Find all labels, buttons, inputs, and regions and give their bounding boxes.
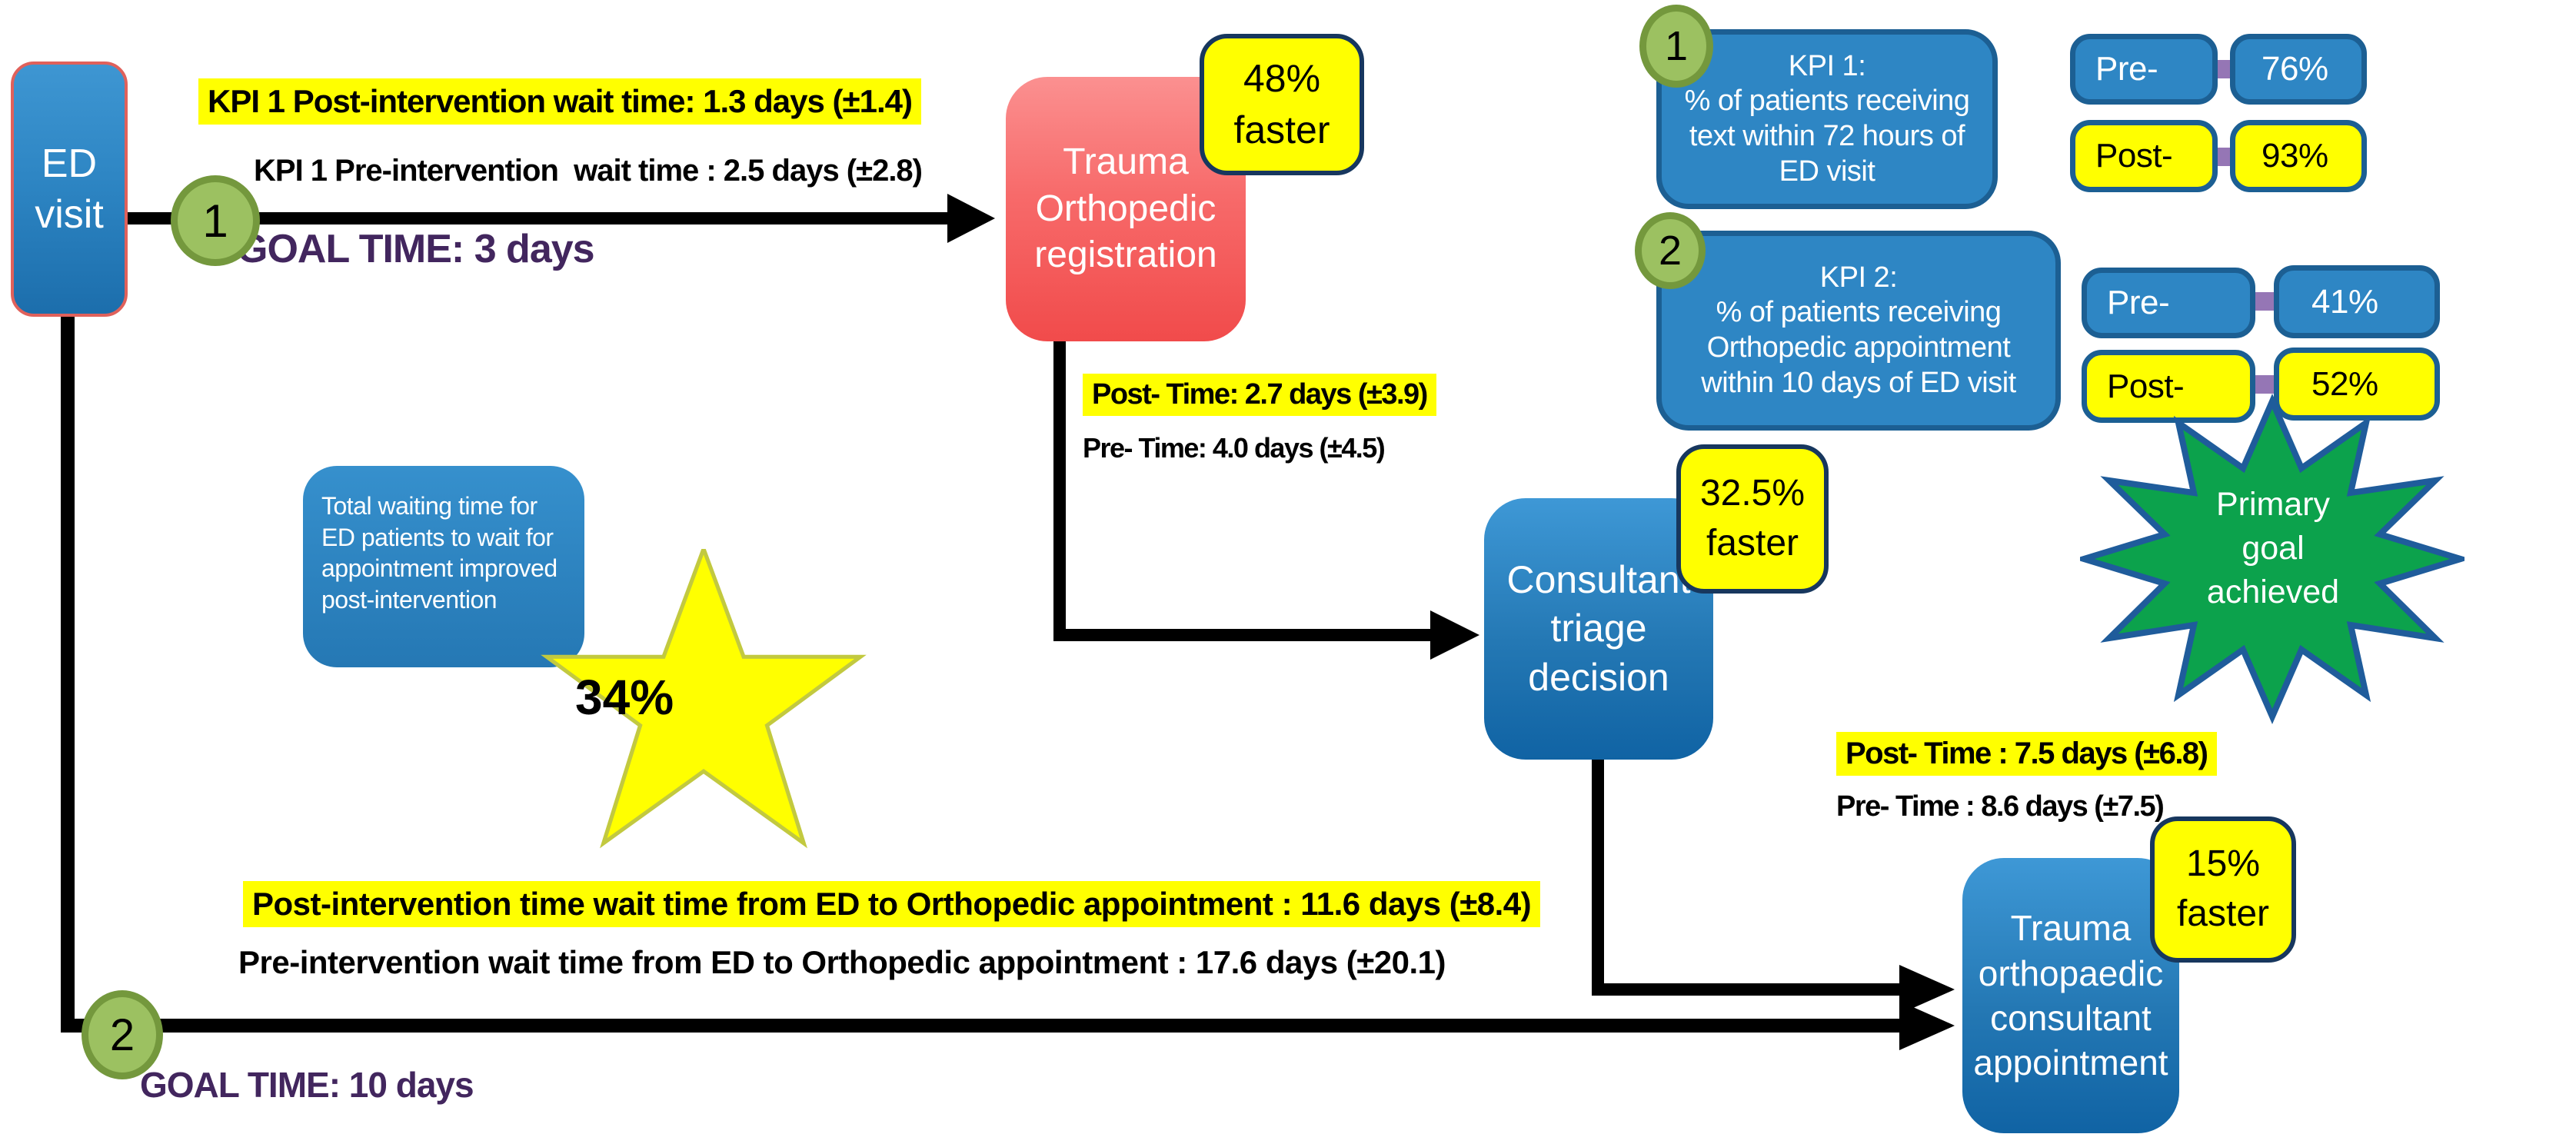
arrow-registration-to-triage-line [1053,341,1430,641]
label-stage3-post-time: Post- Time : 7.5 days (±6.8) [1836,732,2217,776]
primary-goal-label: Primary goal achieved [2206,486,2340,611]
arrow-ed-to-registration-head [947,194,995,243]
step-marker-2: 2 [82,990,163,1079]
label-overall-post-intervention: Post-intervention time wait time from ED… [243,881,1541,927]
badge-appointment-faster: 15% faster [2150,816,2296,963]
kpi1-description: % of patients receiving text within 72 h… [1684,85,1970,188]
kpi2-pre-label-box: Pre- [2082,268,2255,338]
label-stage3-pre-time: Pre- Time : 8.6 days (±7.5) [1836,790,2165,823]
arrow-ed-to-appointment-line [61,312,1899,1033]
kpi1-title: KPI 1: [1788,49,1866,82]
kpi2-pre-value-box: 41% [2274,265,2440,338]
label-overall-pre-intervention: Pre-intervention wait time from ED to Or… [238,944,1446,980]
kpi2-description-box: KPI 2: % of patients receiving Orthopedi… [1656,231,2061,431]
arrow-registration-to-triage-head [1430,610,1479,660]
kpi1-marker: 1 [1639,5,1713,88]
kpi2-post-value-box: 52% [2274,348,2440,421]
kpi2-description: % of patients receiving Orthopedic appoi… [1701,296,2016,399]
label-stage2-pre-time: Pre- Time: 4.0 days (±4.5) [1083,432,1386,464]
improvement-star-value: 34% [575,670,674,725]
kpi2-post-label-box: Post- [2082,350,2255,423]
kpi1-pre-label-box: Pre- [2070,34,2218,105]
arrow-triage-to-appointment-line [1592,758,1899,996]
note-total-waiting-time: Total waiting time for ED patients to wa… [303,466,584,667]
arrow-triage-to-appointment-head [1899,965,1955,1014]
arrow-ed-to-appointment-head [1899,1001,1955,1050]
label-stage1-post-intervention: KPI 1 Post-intervention wait time: 1.3 d… [198,78,921,125]
node-ed-visit: ED visit [11,62,128,317]
label-stage2-post-time: Post- Time: 2.7 days (±3.9) [1083,374,1436,416]
kpi2-title: KPI 2: [1819,261,1898,294]
label-stage1-pre-intervention: KPI 1 Pre-intervention wait time : 2.5 d… [254,154,923,188]
node-consultant-triage-decision: Consultant triage decision [1484,498,1713,760]
primary-goal-starburst-icon [2080,394,2465,724]
kpi1-pre-value-box: 76% [2230,34,2367,105]
label-stage1-goal-time: GOAL TIME: 3 days [237,227,595,271]
badge-registration-faster: 48% faster [1200,34,1364,175]
kpi1-post-label-box: Post- [2070,120,2218,192]
kpi2-marker: 2 [1635,212,1706,289]
starburst-shape [2080,394,2465,724]
improvement-star-icon [541,549,867,849]
badge-triage-faster: 32.5% faster [1676,444,1829,594]
node-trauma-orthopaedic-consultant-appointment: Trauma orthopaedic consultant appointmen… [1962,858,2179,1133]
step-marker-1: 1 [171,175,260,266]
kpi1-description-box: KPI 1: % of patients receiving text with… [1656,29,1998,209]
kpi1-post-value-box: 93% [2230,120,2367,192]
star-shape [541,549,867,849]
label-overall-goal-time: GOAL TIME: 10 days [140,1065,474,1105]
